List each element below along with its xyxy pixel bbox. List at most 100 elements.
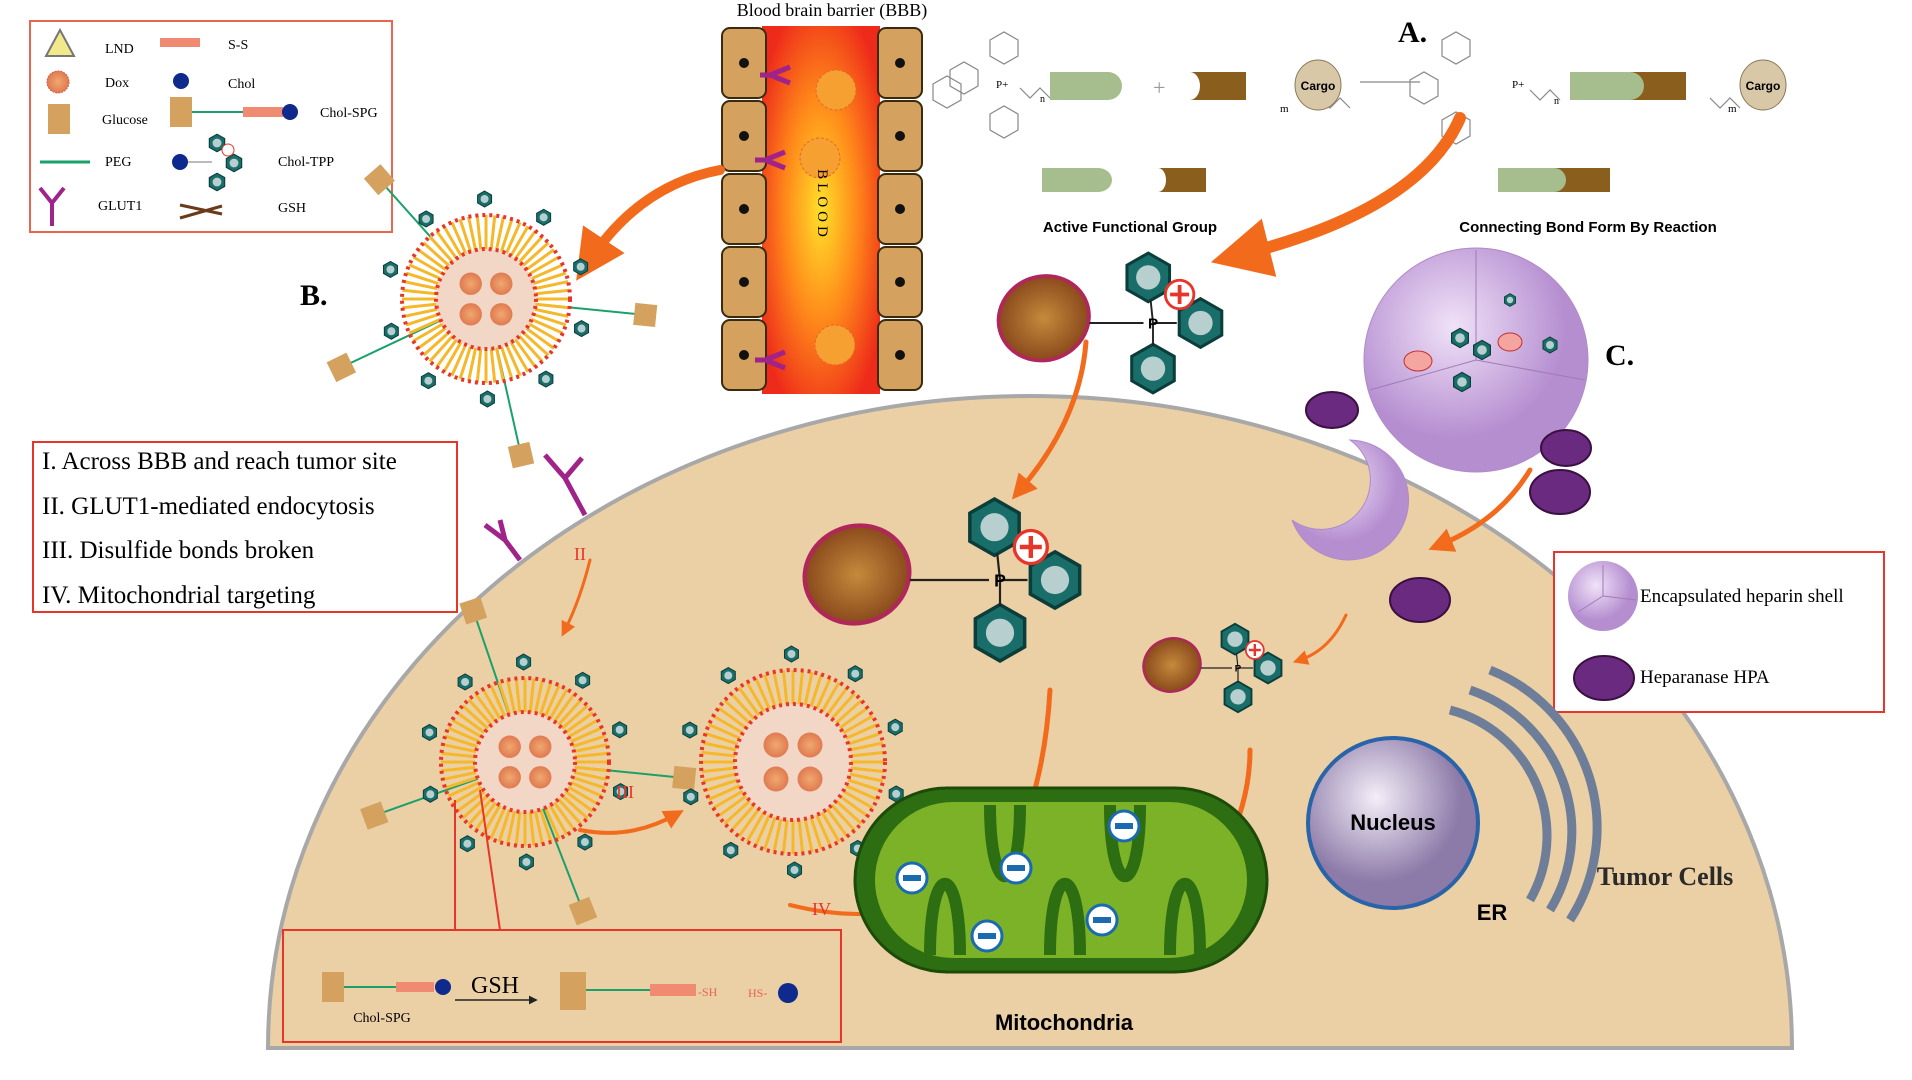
tpp-icon [479, 390, 495, 408]
tpp-icon [457, 673, 473, 691]
p-plus-1: P+ [996, 79, 1008, 91]
liposome [326, 164, 658, 469]
steps-box: I. Across BBB and reach tumor site II. G… [32, 441, 458, 613]
step-marker-ii: II [574, 544, 586, 564]
ss-icon [160, 38, 200, 47]
phenyl-ring-icon [968, 497, 1021, 558]
gsh-icon [179, 203, 223, 220]
glut1-receptor-icon [755, 149, 786, 171]
tpp-icon [420, 372, 436, 390]
phosphorus-label: P [994, 571, 1006, 591]
legend-ss: S-S [228, 38, 248, 53]
gsh-reaction-box: Chol-SPG GSH -SH HS- [282, 789, 842, 1043]
glucose-icon [326, 352, 357, 383]
panel-label-c: C. [1605, 339, 1634, 372]
dox-icon [763, 766, 789, 792]
dox-icon [459, 303, 482, 326]
nucleus-label: Nucleus [1350, 810, 1436, 835]
glucose-icon [459, 596, 488, 625]
legend-chol-tpp: Chol-TPP [278, 155, 334, 170]
dox-icon [797, 766, 823, 792]
glucose-icon [568, 896, 598, 926]
plus-sign: + [1153, 75, 1165, 100]
dox-icon [46, 70, 70, 94]
legend-glut1: GLUT1 [98, 199, 142, 214]
step-3: III. Disulfide bonds broken [42, 537, 315, 564]
phenyl-ring-icon [973, 602, 1027, 663]
glucose-icon [360, 801, 389, 830]
liposome-in-blood [815, 69, 857, 111]
reaction-gsh-label: GSH [471, 973, 519, 999]
tpp-icon [787, 861, 803, 879]
m-label-1: m [1280, 103, 1289, 115]
tpp-cargo-conjugate: P [802, 497, 1082, 663]
tpp-icon [574, 320, 590, 338]
active-functional-group-label: Active Functional Group [1043, 219, 1217, 236]
panel-label-a: A. [1398, 16, 1427, 49]
legend-dox: Dox [105, 76, 129, 91]
step-marker-iii: III [616, 782, 634, 802]
reaction-sh-2: HS- [748, 986, 767, 1000]
tpp-icon [418, 210, 434, 228]
blood-brain-barrier: Blood brain barrier (BBB) BLOOD [721, 0, 927, 394]
phenyl-ring-icon [1220, 622, 1250, 656]
liposome-in-blood [799, 137, 841, 179]
phenyl-ring-icon [1130, 342, 1176, 395]
m-label-2: m [1728, 103, 1737, 115]
glucose-icon [672, 765, 697, 791]
connecting-bond-label: Connecting Bond Form By Reaction [1459, 219, 1717, 236]
cell-nucleus [739, 131, 749, 141]
cell-nucleus [895, 350, 905, 360]
tpp-icon [683, 788, 699, 806]
step-1: I. Across BBB and reach tumor site [42, 448, 397, 475]
chol-spg-icon [170, 97, 298, 127]
dox-icon [490, 303, 513, 326]
legend-lnd: LND [105, 42, 134, 57]
tpp-icon [459, 835, 475, 853]
tpp-icon [422, 785, 438, 803]
cell-nucleus [895, 58, 905, 68]
panel-a: A. P+ P+ n n + m Cargo m Cargo Active Fu… [932, 16, 1787, 236]
dox-icon [529, 735, 552, 758]
tpp-icon [575, 671, 591, 689]
tpp-icon [383, 322, 399, 340]
dox-icon [498, 735, 521, 758]
mitochondria-label: Mitochondria [995, 1010, 1134, 1035]
tpp-icon [477, 190, 493, 208]
mitochondria: Mitochondria [853, 786, 1269, 1035]
reaction-sh-1: -SH [698, 985, 718, 999]
n-label-2: n [1554, 96, 1559, 107]
nucleus: Nucleus ER [1306, 665, 1602, 925]
tpp-icon [538, 370, 554, 388]
glut1-receptor-icon [760, 64, 791, 86]
dox-icon [529, 766, 552, 789]
lnd-icon [44, 27, 76, 57]
cargo-2: Cargo [1746, 79, 1781, 93]
cargo-icon [1142, 637, 1202, 693]
step-4: IV. Mitochondrial targeting [42, 582, 316, 609]
tpp-icon [612, 721, 628, 739]
glut1-receptor-icon [483, 519, 522, 562]
heparanase-icon [1573, 655, 1635, 701]
step-2: II. GLUT1-mediated endocytosis [42, 493, 375, 520]
cargo-icon [802, 523, 912, 626]
dox-icon [459, 272, 482, 295]
liposome [360, 596, 697, 926]
dox-icon [763, 732, 789, 758]
chol-icon [173, 73, 189, 89]
dox-icon [797, 732, 823, 758]
liposome-in-blood [814, 324, 856, 366]
tpp-cargo-conjugate: P [1142, 622, 1283, 714]
tpp-icon [536, 208, 552, 226]
cell-nucleus [739, 350, 749, 360]
step-marker-iv: IV [812, 899, 831, 919]
cell-nucleus [895, 131, 905, 141]
chol-tpp-icon [172, 133, 243, 192]
blood-label: BLOOD [814, 169, 830, 241]
tpp-icon [723, 841, 739, 859]
heparin-legend: Encapsulated heparin shell Heparanase HP… [1553, 551, 1885, 713]
tpp-icon [577, 833, 593, 851]
dox-icon [498, 766, 521, 789]
cell-nucleus [739, 204, 749, 214]
